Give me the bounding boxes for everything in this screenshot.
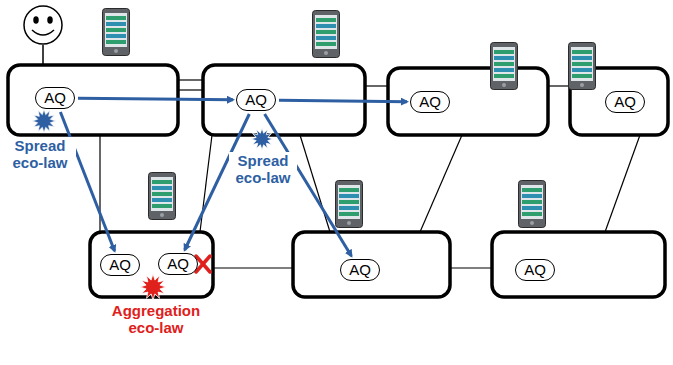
aq-pill: AQ: [35, 87, 75, 109]
node-text: AQ: [524, 261, 546, 279]
node-text: AQ: [614, 93, 636, 111]
node-text: AQ: [167, 255, 189, 273]
user-smiley: [24, 6, 62, 65]
removed-cross: [196, 256, 210, 272]
eco-law-label: Aggregation eco-law: [103, 302, 209, 336]
node-text: AQ: [349, 261, 371, 279]
aq-pill: AQ: [410, 91, 450, 113]
aq-pill: AQ: [605, 91, 645, 113]
phones: [103, 9, 596, 228]
starburst: [32, 109, 56, 133]
aq-pill: AQ: [100, 254, 140, 276]
node-text: AQ: [109, 256, 131, 274]
starburst: [140, 274, 166, 300]
spread-arrow: [279, 100, 407, 101]
eco-law-label: Spread eco-law: [4, 137, 76, 171]
device-boxes: [8, 65, 668, 297]
starburst: [251, 128, 273, 150]
node-text: AQ: [245, 91, 267, 109]
aq-pill: AQ: [515, 259, 555, 281]
node-text: AQ: [419, 93, 441, 111]
spread-arrow: [78, 98, 233, 100]
aq-pill: AQ: [236, 89, 276, 111]
eco-law-label: Spread eco-law: [229, 152, 297, 186]
spread-arrow: [60, 112, 114, 251]
aq-pill: AQ: [340, 259, 380, 281]
aq-pill: AQ: [158, 253, 198, 275]
node-text: AQ: [44, 89, 66, 107]
